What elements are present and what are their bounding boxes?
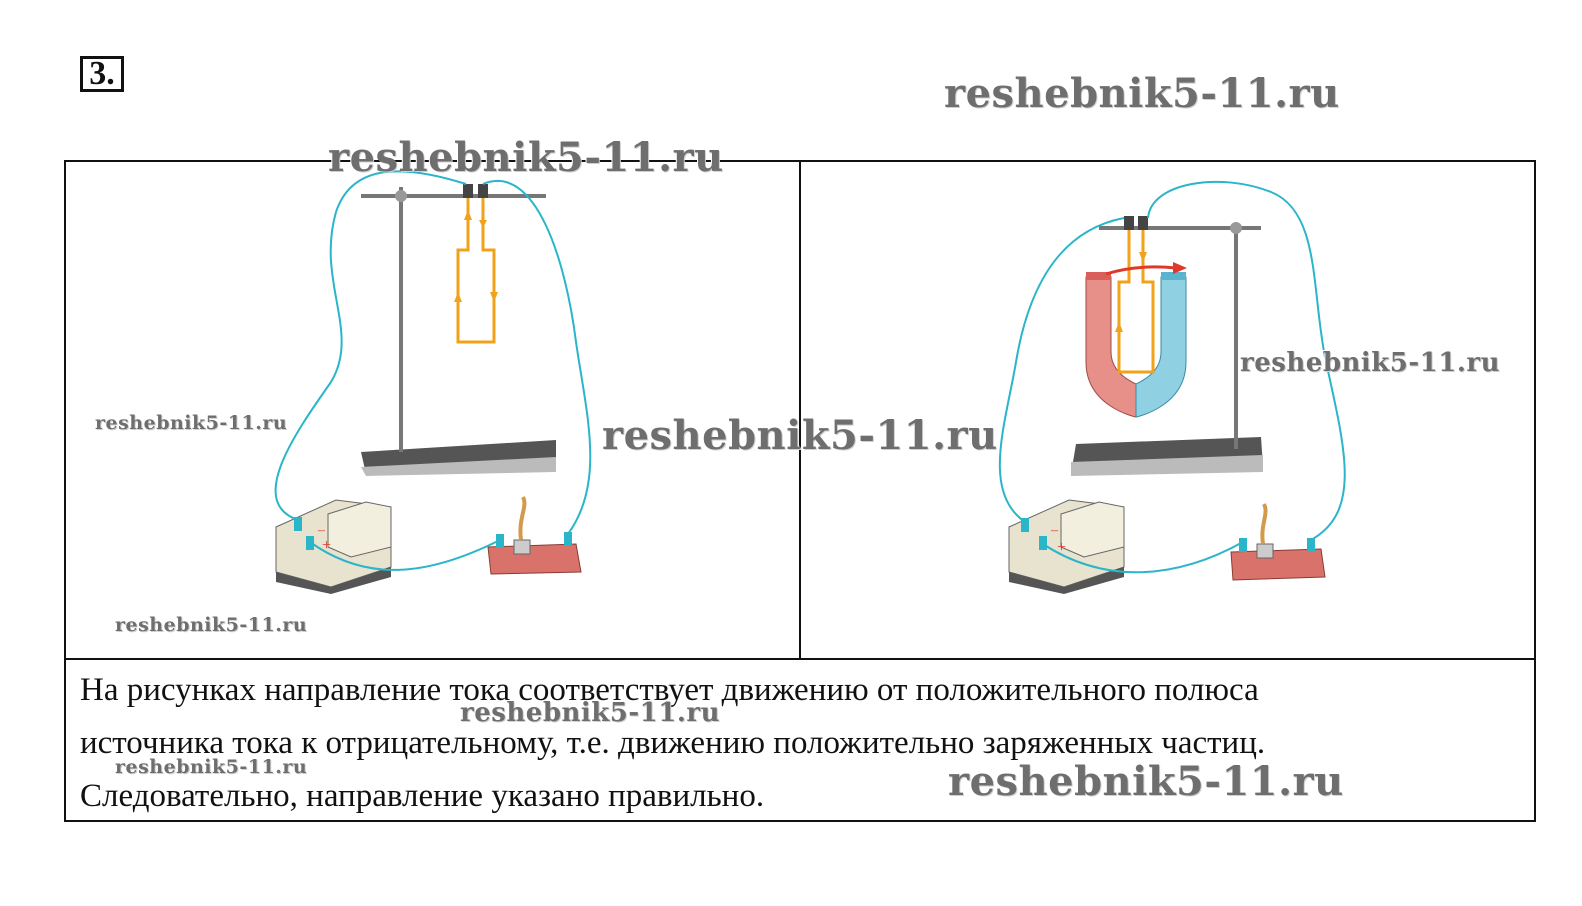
wire-right xyxy=(1147,180,1346,541)
conductor-frame xyxy=(1115,230,1155,374)
answer-line-3: Следовательно, направление указано прави… xyxy=(80,778,765,814)
watermark: reshebnik5-11.ru xyxy=(944,70,1340,117)
table-divider-horizontal xyxy=(64,658,1536,660)
answer-line-1: На рисунках направление тока соответству… xyxy=(80,672,1259,708)
plus-sign: + xyxy=(322,537,331,554)
wire-right xyxy=(482,180,592,535)
stand-rod xyxy=(1234,224,1238,449)
stand-crossbar xyxy=(1099,226,1261,230)
watermark: reshebnik5-11.ru xyxy=(948,758,1344,805)
watermark: reshebnik5-11.ru xyxy=(460,698,721,728)
minus-sign: – xyxy=(1050,523,1059,538)
wire-left xyxy=(998,217,1125,523)
stand-rod xyxy=(399,187,403,452)
power-supply: – + xyxy=(1008,499,1125,594)
watermark: reshebnik5-11.ru xyxy=(328,134,724,181)
wire-bottom xyxy=(309,539,501,571)
circuit-illustration-right: – + xyxy=(998,180,1346,594)
answer-text: На рисунках направление тока соответству… xyxy=(80,664,1520,823)
force-arrow xyxy=(1105,262,1187,276)
switch xyxy=(487,496,582,575)
horseshoe-magnet xyxy=(1085,272,1187,418)
wire-bottom xyxy=(1042,541,1244,574)
table-divider-vertical xyxy=(799,160,801,659)
minus-sign: – xyxy=(317,523,326,538)
watermark: reshebnik5-11.ru xyxy=(115,756,308,778)
task-number: 3. xyxy=(80,56,124,92)
figure-with-magnet: – + xyxy=(801,162,1534,658)
plus-sign: + xyxy=(1057,539,1066,556)
switch xyxy=(1230,503,1326,581)
circuit-illustration-left: – + xyxy=(274,170,592,594)
conductor-frame xyxy=(454,198,498,344)
stand-crossbar xyxy=(361,194,546,198)
watermark: reshebnik5-11.ru xyxy=(95,412,288,434)
figure-without-magnet: – + xyxy=(66,162,799,658)
watermark: reshebnik5-11.ru xyxy=(115,614,308,636)
power-supply: – + xyxy=(275,499,392,594)
wire-left xyxy=(274,170,467,521)
watermark: reshebnik5-11.ru xyxy=(1240,348,1501,378)
watermark: reshebnik5-11.ru xyxy=(602,412,998,459)
answer-line-2: источника тока к отрицательному, т.е. дв… xyxy=(80,725,1266,761)
